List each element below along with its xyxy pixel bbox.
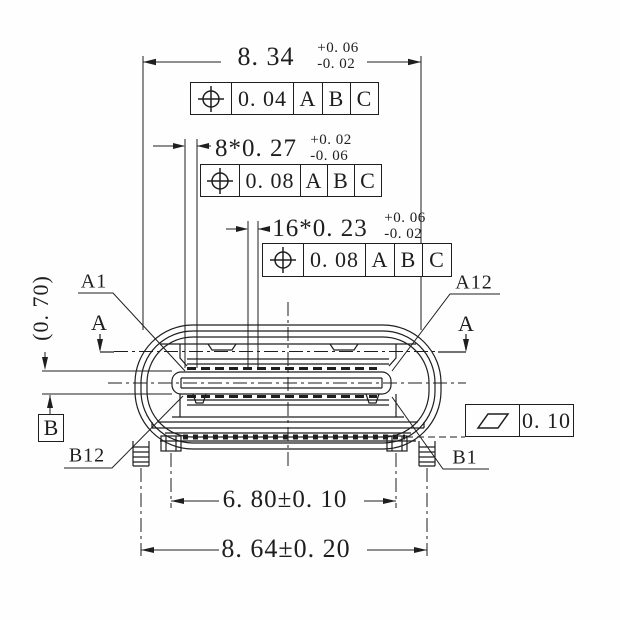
dim-tongue-reference: (0. 70)	[28, 275, 53, 341]
tol-minus: -0. 06	[310, 148, 349, 164]
tongue	[171, 367, 392, 404]
dim-shell-width-value: 8. 34	[237, 42, 295, 71]
dim-overall-width: 8. 64±0. 20	[221, 534, 351, 563]
fcf-row-a-position: 0. 08 A B C	[200, 164, 382, 197]
tol-minus: -0. 02	[384, 226, 423, 242]
fcf-datum-a: A	[293, 83, 322, 114]
pin-label-b12: B12	[68, 444, 106, 467]
pin-label-a12: A12	[455, 271, 493, 294]
shield-top-plate	[160, 343, 416, 367]
centerlines	[108, 302, 466, 556]
pin-label-b1: B1	[452, 446, 478, 469]
fcf-datum-a: A	[300, 165, 327, 196]
leader-b1	[391, 396, 489, 470]
fcf-shell-position: 0. 04 A B C	[190, 82, 379, 115]
pin-label-a1: A1	[80, 270, 108, 293]
fcf-tolerance: 0. 08	[239, 165, 300, 196]
position-tolerance-icon	[201, 165, 239, 196]
leader-a12	[391, 293, 500, 372]
position-tolerance-icon	[263, 244, 303, 276]
fcf-datum-a: A	[365, 244, 394, 276]
fcf-datum-c: C	[350, 83, 378, 114]
fcf-tolerance: 0. 08	[303, 244, 365, 276]
leader-a1	[78, 292, 186, 372]
datum-b-label: B	[43, 415, 59, 440]
fcf-flatness: 0. 10	[465, 404, 574, 437]
fcf-row-b-position: 0. 08 A B C	[262, 243, 452, 277]
fcf-datum-c: C	[422, 244, 451, 276]
section-label-a-right: A	[458, 311, 474, 336]
extension-lines	[42, 56, 422, 414]
dim-row-a-pins-value: 8*0. 27	[215, 135, 297, 162]
arrowheads	[42, 58, 469, 553]
fcf-tolerance: 0. 10	[519, 405, 573, 436]
fcf-datum-b: B	[327, 165, 354, 196]
tol-plus: +0. 02	[310, 132, 352, 148]
fcf-datum-b: B	[394, 244, 422, 276]
dim-row-b-pins-value: 16*0. 23	[272, 215, 368, 242]
leader-lines	[64, 292, 500, 470]
dim-row-b-pins-tolerance: +0. 06 -0. 02	[384, 210, 425, 242]
dim-leg-pitch: 6. 80±0. 10	[222, 486, 348, 513]
flatness-icon	[466, 405, 519, 436]
position-tolerance-icon	[191, 83, 231, 114]
tol-minus: -0. 02	[317, 56, 356, 72]
dim-shell-width-tolerance: +0. 06 -0. 02	[317, 40, 358, 72]
datum-b-box: B	[38, 414, 64, 442]
tol-plus: +0. 06	[384, 210, 426, 226]
leader-b12	[64, 395, 184, 469]
fcf-datum-c: C	[354, 165, 381, 196]
tol-plus: +0. 06	[317, 40, 359, 56]
fcf-tolerance: 0. 04	[231, 83, 293, 114]
dim-row-a-pins-tolerance: +0. 02 -0. 06	[310, 132, 351, 164]
section-label-a-left: A	[91, 310, 107, 335]
fcf-datum-b: B	[322, 83, 350, 114]
